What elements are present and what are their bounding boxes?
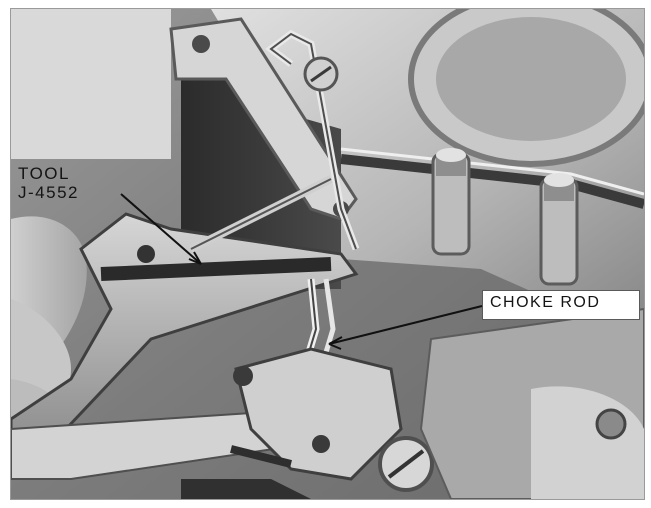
bolt-left	[431, 148, 471, 256]
choke-rod-callout	[482, 290, 640, 320]
choke-rod-leader-line	[328, 305, 483, 345]
upper-left-background	[11, 9, 171, 159]
lower-choke-lever	[234, 347, 403, 481]
bolt-right	[539, 173, 579, 286]
carburetor-photo	[11, 9, 644, 499]
bending-tool-hole	[137, 245, 155, 263]
tool-label: TOOL	[18, 164, 70, 183]
tool-number-label: J-4552	[18, 183, 79, 202]
carburetor-bore-inner	[436, 17, 626, 141]
figure-frame	[10, 8, 645, 500]
choke-lever-arm	[169, 17, 358, 221]
spring-rod	[230, 445, 292, 468]
bending-tool-slot	[100, 257, 332, 281]
choke-rod-label: CHOKE ROD	[490, 294, 601, 311]
tool-leader-line	[120, 193, 202, 265]
